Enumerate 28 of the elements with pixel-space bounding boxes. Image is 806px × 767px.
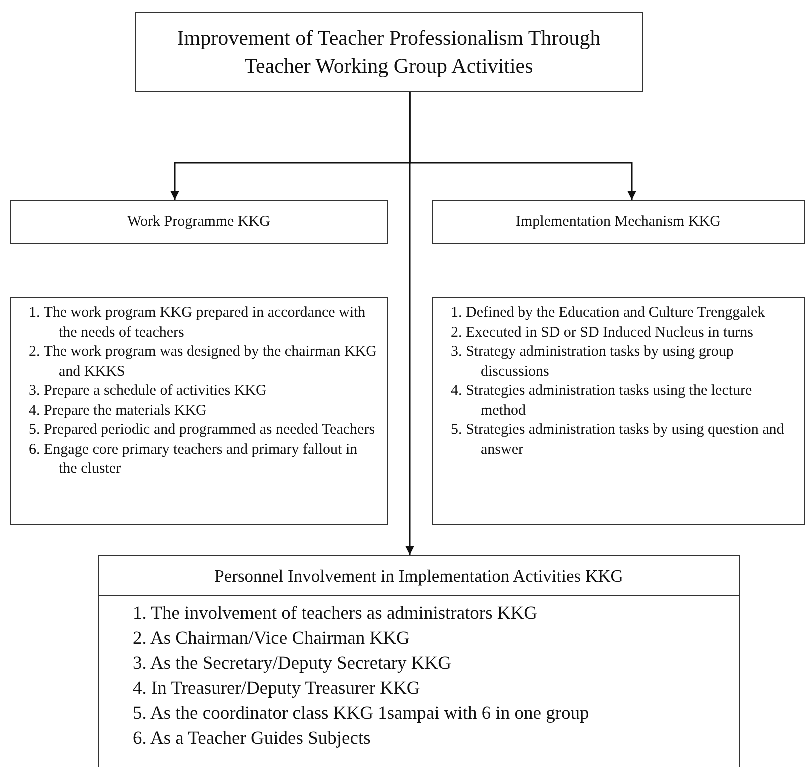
- header-box: [10, 200, 388, 244]
- list-item: 4. In Treasurer/Deputy Treasurer KKG: [132, 678, 422, 701]
- arrow: [406, 92, 414, 555]
- list-item: 4. Prepare the materials KKG: [28, 402, 208, 420]
- list-item: 4. Strategies administration tasks using the lecture method: [450, 382, 754, 420]
- list-item: 1. Defined by the Education and Culture Trenggalek: [450, 304, 766, 323]
- title-box: [135, 12, 643, 92]
- list-item: 5. Prepared periodic and programmed as needed Teachers: [28, 421, 376, 440]
- list-item: 2. The work program was designed by the chairman KKG and KKKS: [28, 343, 378, 382]
- list-item: 5. As the coordinator class KKG 1sampai with 6 in one group: [132, 702, 590, 726]
- list-box: [432, 297, 805, 525]
- list-item: 3. Prepare a schedule of activities KKG: [28, 382, 268, 401]
- header-text: Work Programme KKG: [128, 214, 270, 230]
- list-item: 3. As the Secretary/Deputy Secretary KKG: [132, 652, 453, 676]
- list-heading: Personnel Involvement in Implementation Activities KKG: [99, 556, 739, 596]
- list-item: 6. Engage core primary teachers and primary fallout in the cluster: [28, 440, 359, 479]
- list-item: 1. The involvement of teachers as administrators KKG: [132, 603, 538, 626]
- header-box: [432, 200, 805, 244]
- title-text: Improvement of Teacher Professionalism Through Teacher Working Group Activities: [176, 24, 602, 80]
- list-item: 1. The work program KKG prepared in accordance with the needs of teachers: [28, 304, 367, 342]
- list-box: [10, 297, 388, 525]
- list-item: 5. Strategies administration tasks by using question and answer: [450, 421, 786, 460]
- list-item: 2. Executed in SD or SD Induced Nucleus in turns: [450, 324, 754, 342]
- list-box: [98, 555, 740, 767]
- list-item: 6. As a Teacher Guides Subjects: [132, 728, 372, 751]
- list-item: 2. As Chairman/Vice Chairman KKG: [132, 628, 411, 651]
- header-text: Implementation Mechanism KKG: [516, 214, 721, 230]
- list-item: 3. Strategy administration tasks by using group discussions: [450, 343, 735, 382]
